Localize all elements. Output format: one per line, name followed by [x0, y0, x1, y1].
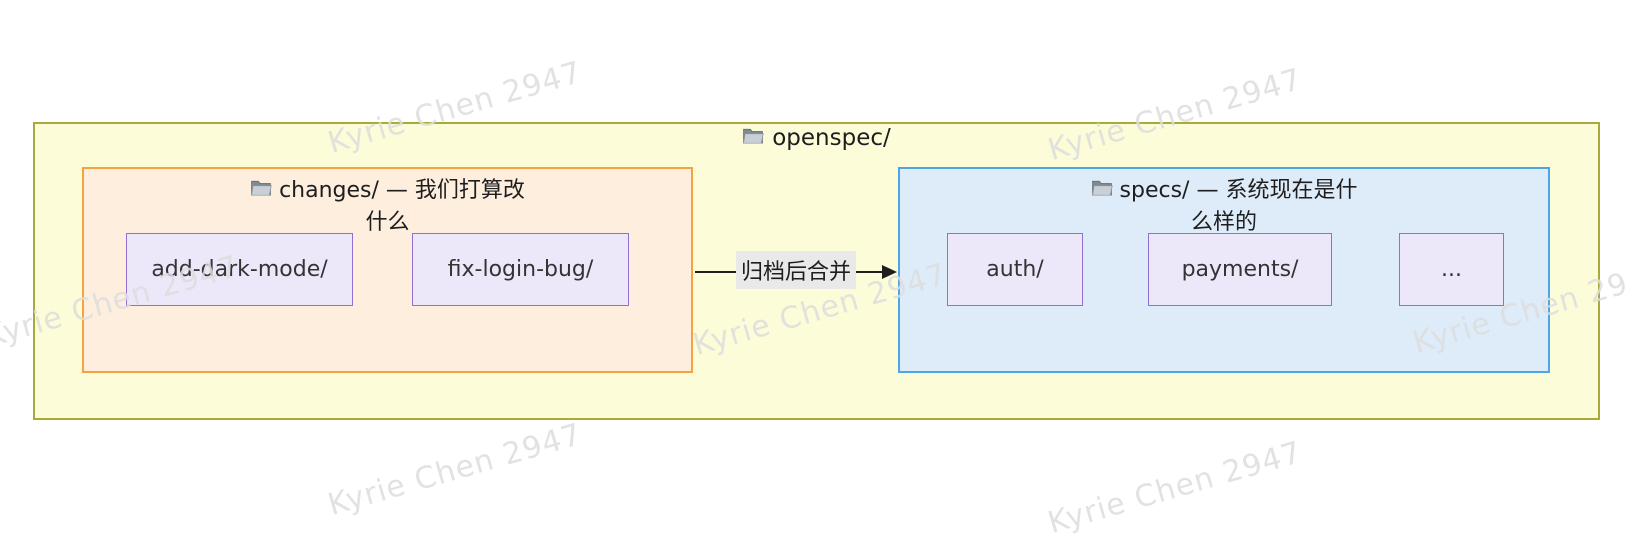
item-label: payments/ — [1181, 257, 1299, 282]
change-item-fix-login-bug: fix-login-bug/ — [412, 233, 629, 306]
root-folder-label: openspec/ — [772, 125, 891, 151]
spec-item-payments: payments/ — [1148, 233, 1332, 306]
change-item-add-dark-mode: add-dark-mode/ — [126, 233, 353, 306]
specs-folder-header: specs/ — 系统现在是什 么样的 — [900, 175, 1548, 239]
spec-item-more: ... — [1399, 233, 1504, 306]
changes-folder-header: changes/ — 我们打算改 什么 — [84, 175, 691, 239]
openspec-folder-title: openspec/ — [33, 121, 1600, 155]
item-label: add-dark-mode/ — [151, 257, 328, 282]
specs-folder-label-line2: 么样的 — [1190, 210, 1257, 235]
watermark: Kyrie Chen 2947 — [324, 417, 586, 523]
specs-folder-label: specs/ — 系统现在是什 — [1119, 178, 1358, 203]
folder-icon — [1091, 175, 1113, 207]
item-label: ... — [1441, 257, 1462, 282]
folder-icon — [250, 175, 272, 207]
item-label: fix-login-bug/ — [447, 257, 594, 282]
watermark: Kyrie Chen 2947 — [1044, 435, 1306, 541]
spec-item-auth: auth/ — [947, 233, 1083, 306]
folder-icon — [742, 125, 764, 151]
changes-folder-label: changes/ — 我们打算改 — [279, 178, 525, 203]
item-label: auth/ — [986, 257, 1044, 282]
archive-merge-arrow-label: 归档后合并 — [735, 251, 857, 289]
archive-merge-arrowhead-icon — [882, 265, 897, 279]
changes-folder-label-line2: 什么 — [365, 210, 410, 235]
